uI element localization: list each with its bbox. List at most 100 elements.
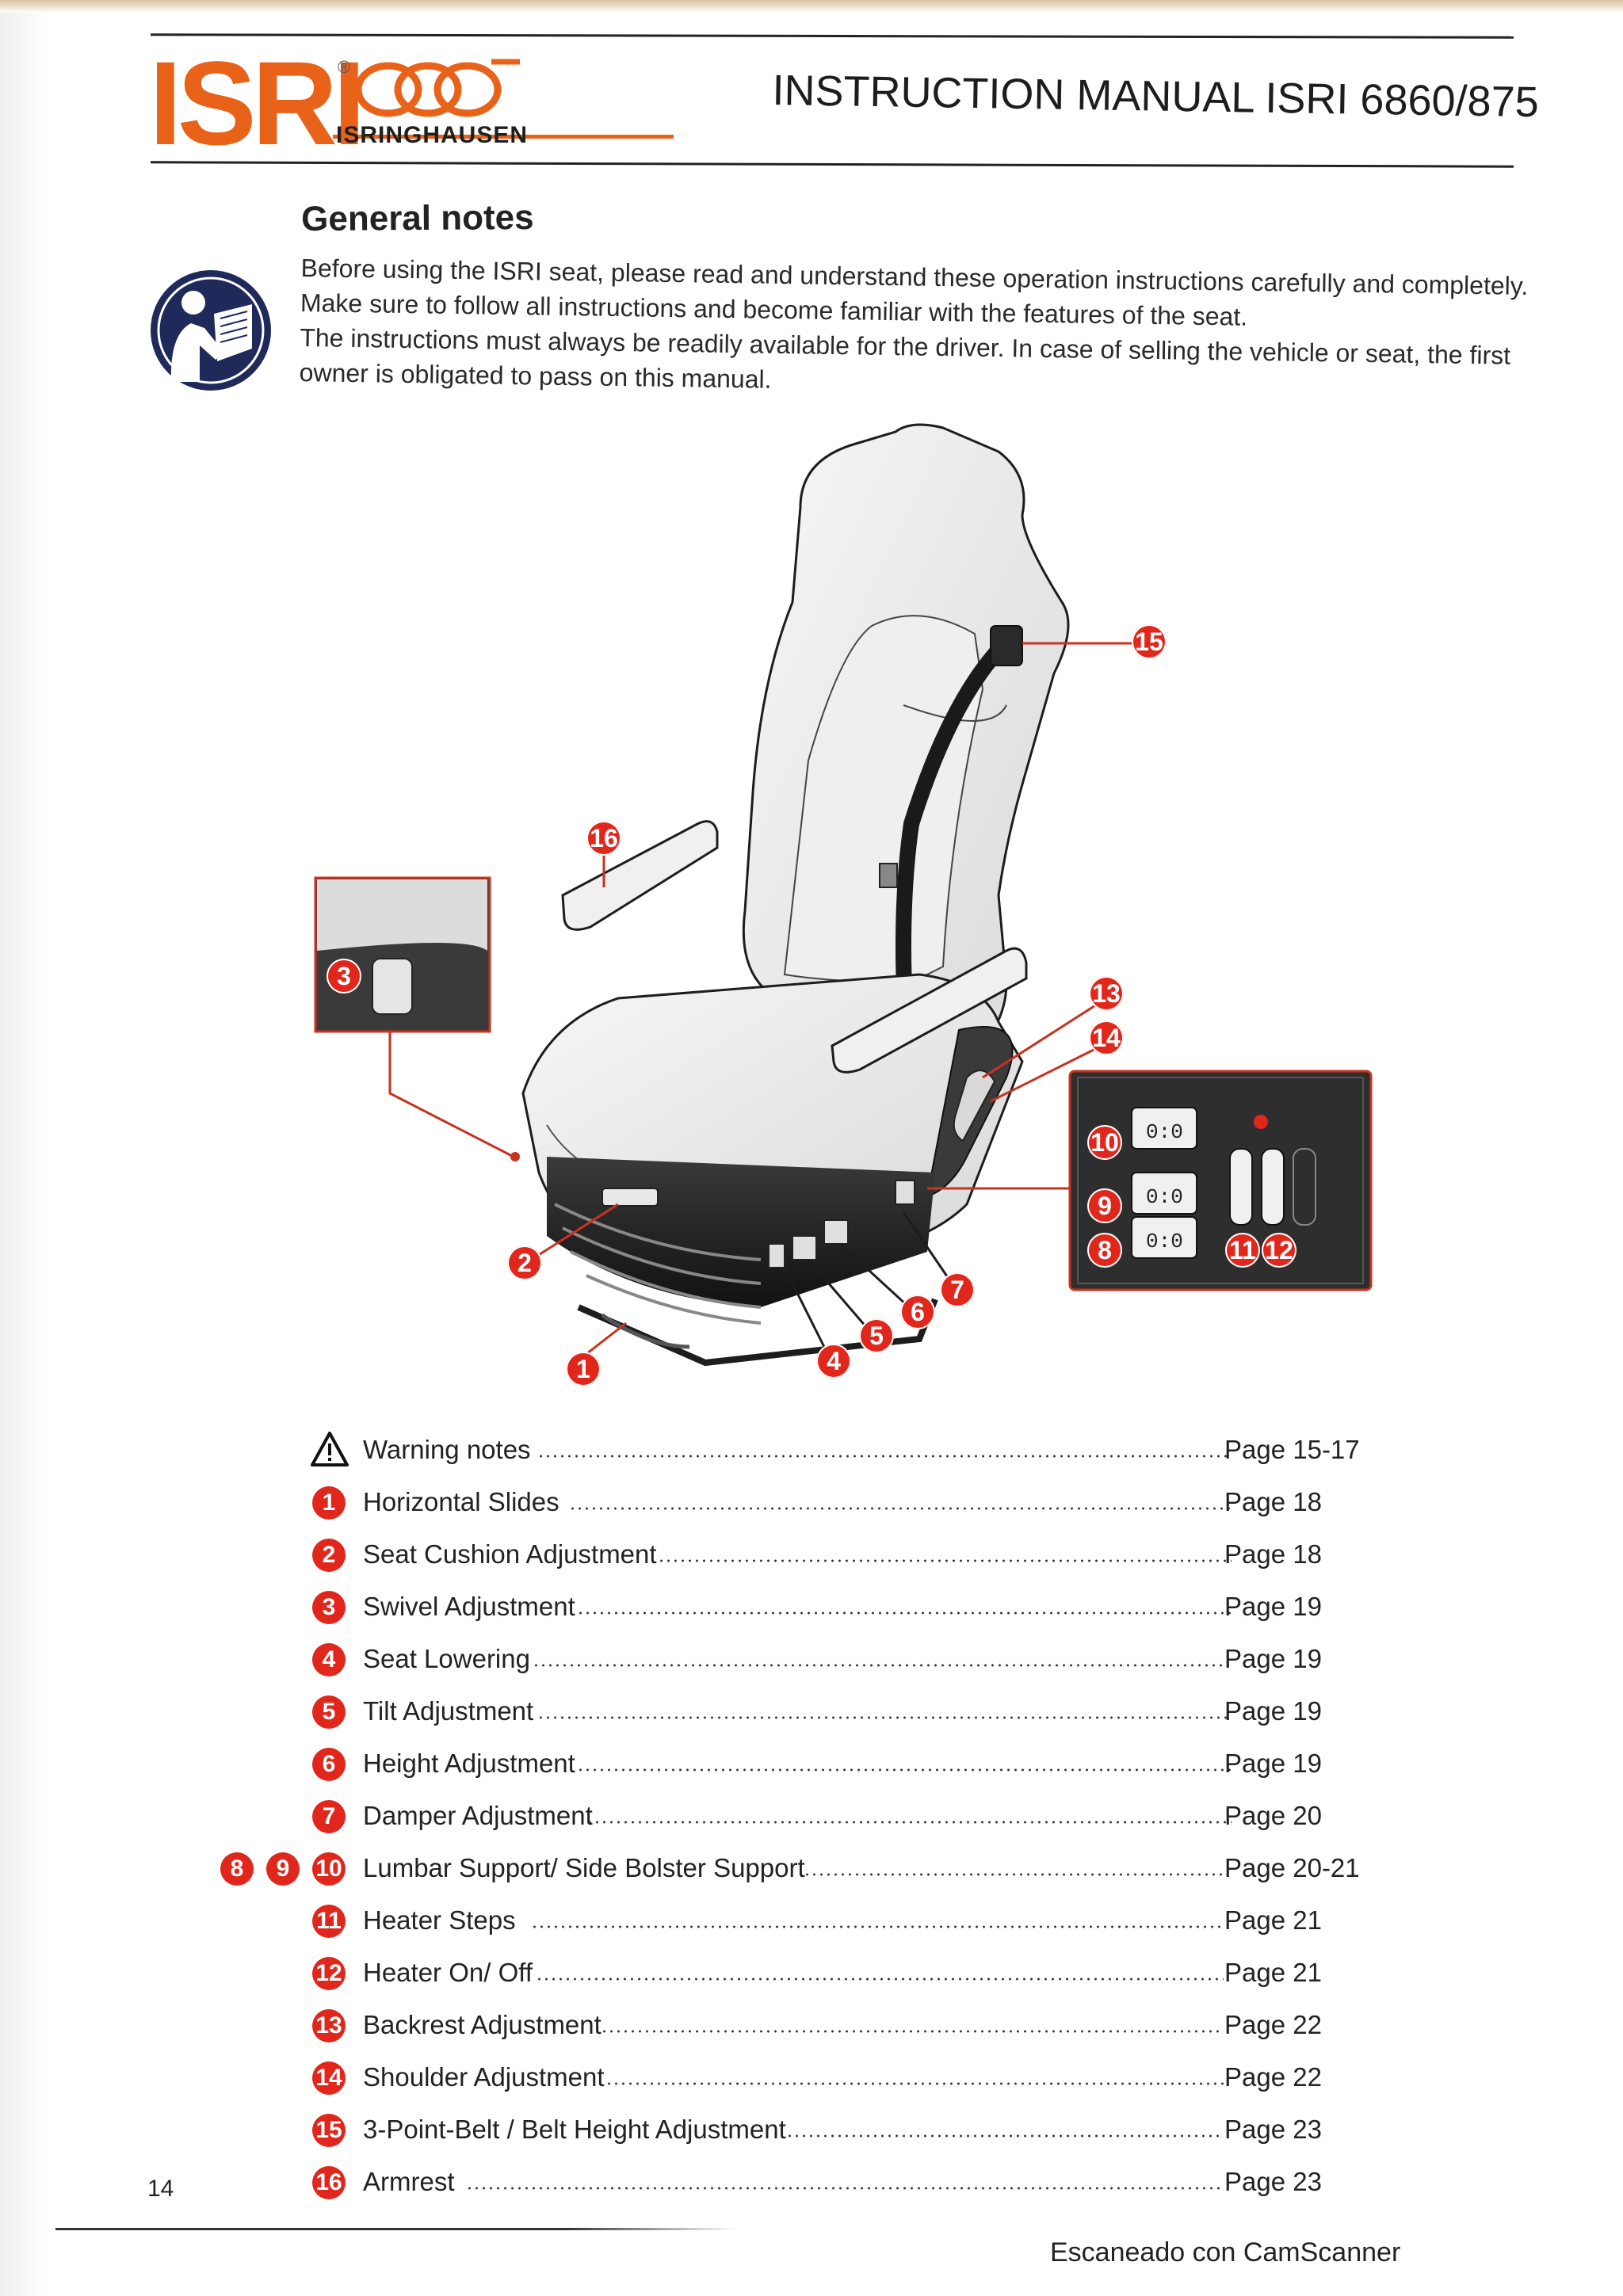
index-label: Armrest <box>363 2167 455 2196</box>
badge-3: 3 <box>312 1591 346 1624</box>
index-dots <box>601 2030 1224 2033</box>
index-row: 5 Tilt Adjustment Page 19 <box>119 1688 1387 1735</box>
index-badges <box>119 1429 349 1470</box>
callout-8: 8 <box>1087 1233 1122 1268</box>
index-row: 15 3-Point-Belt / Belt Height Adjustment… <box>119 2106 1387 2153</box>
badge-2: 2 <box>312 1539 346 1572</box>
index-page: Page 20-21 <box>1224 1853 1360 1882</box>
seat-illustration: 0:0 0:0 0:0 <box>314 423 1373 1367</box>
index-label: Damper Adjustment <box>363 1801 593 1830</box>
index-label: Backrest Adjustment <box>363 2010 601 2039</box>
callout-11: 11 <box>1225 1233 1260 1268</box>
read-manual-icon <box>151 270 271 391</box>
index-dots <box>658 1559 1232 1562</box>
scan-edge-top <box>0 0 1623 13</box>
svg-text:0:0: 0:0 <box>1146 1120 1183 1144</box>
callout-10: 10 <box>1087 1125 1122 1160</box>
callout-5: 5 <box>859 1318 894 1353</box>
badge-14: 14 <box>312 2061 346 2095</box>
badge-6: 6 <box>312 1748 346 1781</box>
index-dots <box>537 1455 1232 1458</box>
index-page: Page 19 <box>1224 1696 1322 1726</box>
index-dots <box>804 1873 1224 1876</box>
callout-12: 12 <box>1262 1233 1296 1268</box>
logo-rings-icon <box>354 59 520 117</box>
index-badges: 8 9 10 <box>119 1848 349 1889</box>
index-label: Lumbar Support/ Side Bolster Support <box>363 1853 805 1882</box>
index-badges: 7 <box>119 1795 349 1836</box>
index-dots <box>786 2134 1224 2138</box>
callout-14: 14 <box>1089 1020 1124 1055</box>
index-badges: 15 <box>119 2109 349 2150</box>
callout-4: 4 <box>816 1344 851 1379</box>
index-badges: 14 <box>119 2057 349 2098</box>
callout-9: 9 <box>1087 1188 1122 1223</box>
index-row: 12 Heater On/ Off Page 21 <box>119 1949 1387 1997</box>
index-dots <box>533 1664 1232 1667</box>
callout-1: 1 <box>566 1352 601 1386</box>
index-row: 8 9 10 Lumbar Support/ Side Bolster Supp… <box>119 1844 1387 1892</box>
index-page: Page 19 <box>1224 1644 1322 1673</box>
index-label: Heater Steps <box>363 1905 516 1935</box>
badge-15: 15 <box>312 2114 346 2147</box>
index-dots <box>577 1611 1232 1615</box>
scan-edge-left <box>0 0 48 2296</box>
svg-text:0:0: 0:0 <box>1146 1230 1183 1253</box>
badge-12: 12 <box>312 1957 346 1990</box>
badge-8: 8 <box>220 1852 254 1886</box>
index-row: 1 Horizontal Slides Page 18 <box>119 1478 1387 1526</box>
index-label: Tilt Adjustment <box>363 1696 534 1726</box>
index-page: Page 23 <box>1224 2115 1322 2144</box>
seat-figure: 0:0 0:0 0:0 15 1 6 3 13 14 10 9 8 11 12 2 <box>0 412 1623 1410</box>
section-heading: General notes <box>301 197 534 238</box>
callout-13: 13 <box>1089 976 1124 1011</box>
index-badges: 13 <box>119 2004 349 2046</box>
document-title: INSTRUCTION MANUAL ISRI 6860/875 <box>772 66 1540 127</box>
index-label: Swivel Adjustment <box>363 1592 575 1621</box>
badge-7: 7 <box>312 1800 346 1833</box>
badge-1: 1 <box>312 1486 346 1520</box>
index-label: 3-Point-Belt / Belt Height Adjustment <box>363 2115 786 2144</box>
index-row: 2 Seat Cushion Adjustment Page 18 <box>119 1531 1387 1578</box>
index-badges: 1 <box>119 1482 349 1523</box>
index-dots <box>586 1821 1232 1824</box>
index-page: Page 23 <box>1224 2167 1322 2196</box>
index-badges: 4 <box>119 1638 349 1680</box>
index-dots <box>536 1978 1224 1981</box>
index-row: 7 Damper Adjustment Page 20 <box>119 1792 1387 1840</box>
index-page: Page 21 <box>1224 1905 1322 1935</box>
callout-15: 15 <box>1132 624 1167 659</box>
callout-6: 6 <box>900 1295 935 1329</box>
index-badges: 11 <box>119 1900 349 1941</box>
badge-4: 4 <box>312 1643 346 1676</box>
index-row: Warning notes Page 15-17 <box>119 1426 1387 1474</box>
index-label: Warning notes <box>363 1435 531 1464</box>
index-row: 6 Height Adjustment Page 19 <box>119 1740 1387 1787</box>
callout-3: 3 <box>327 959 361 994</box>
index-page: Page 15-17 <box>1224 1435 1360 1464</box>
index-row: 16 Armrest Page 23 <box>119 2158 1387 2206</box>
index-page: Page 22 <box>1224 2062 1322 2092</box>
index-row: 13 Backrest Adjustment Page 22 <box>119 2001 1387 2049</box>
index-dots <box>537 1716 1232 1719</box>
badge-10: 10 <box>312 1852 346 1886</box>
badge-11: 11 <box>312 1905 346 1938</box>
badge-9: 9 <box>266 1852 300 1886</box>
index-row: 3 Swivel Adjustment Page 19 <box>119 1583 1387 1630</box>
index-label: Seat Cushion Adjustment <box>363 1539 657 1569</box>
index-page: Page 18 <box>1224 1487 1322 1516</box>
index-row: 11 Heater Steps Page 21 <box>119 1897 1387 1944</box>
index-label: Horizontal Slides <box>363 1487 559 1516</box>
svg-text:0:0: 0:0 <box>1146 1185 1183 1209</box>
index-dots <box>569 1507 1232 1510</box>
index-dots <box>605 2082 1224 2085</box>
badge-5: 5 <box>312 1695 346 1729</box>
callout-2: 2 <box>507 1245 542 1280</box>
index-page: Page 19 <box>1224 1592 1322 1621</box>
index-page: Page 19 <box>1224 1749 1322 1778</box>
page-number: 14 <box>147 2176 174 2202</box>
index-row: 4 Seat Lowering Page 19 <box>119 1635 1387 1683</box>
index-dots <box>466 2187 1224 2190</box>
index-page: Page 20 <box>1224 1801 1322 1830</box>
index-dots <box>531 1925 1224 1928</box>
